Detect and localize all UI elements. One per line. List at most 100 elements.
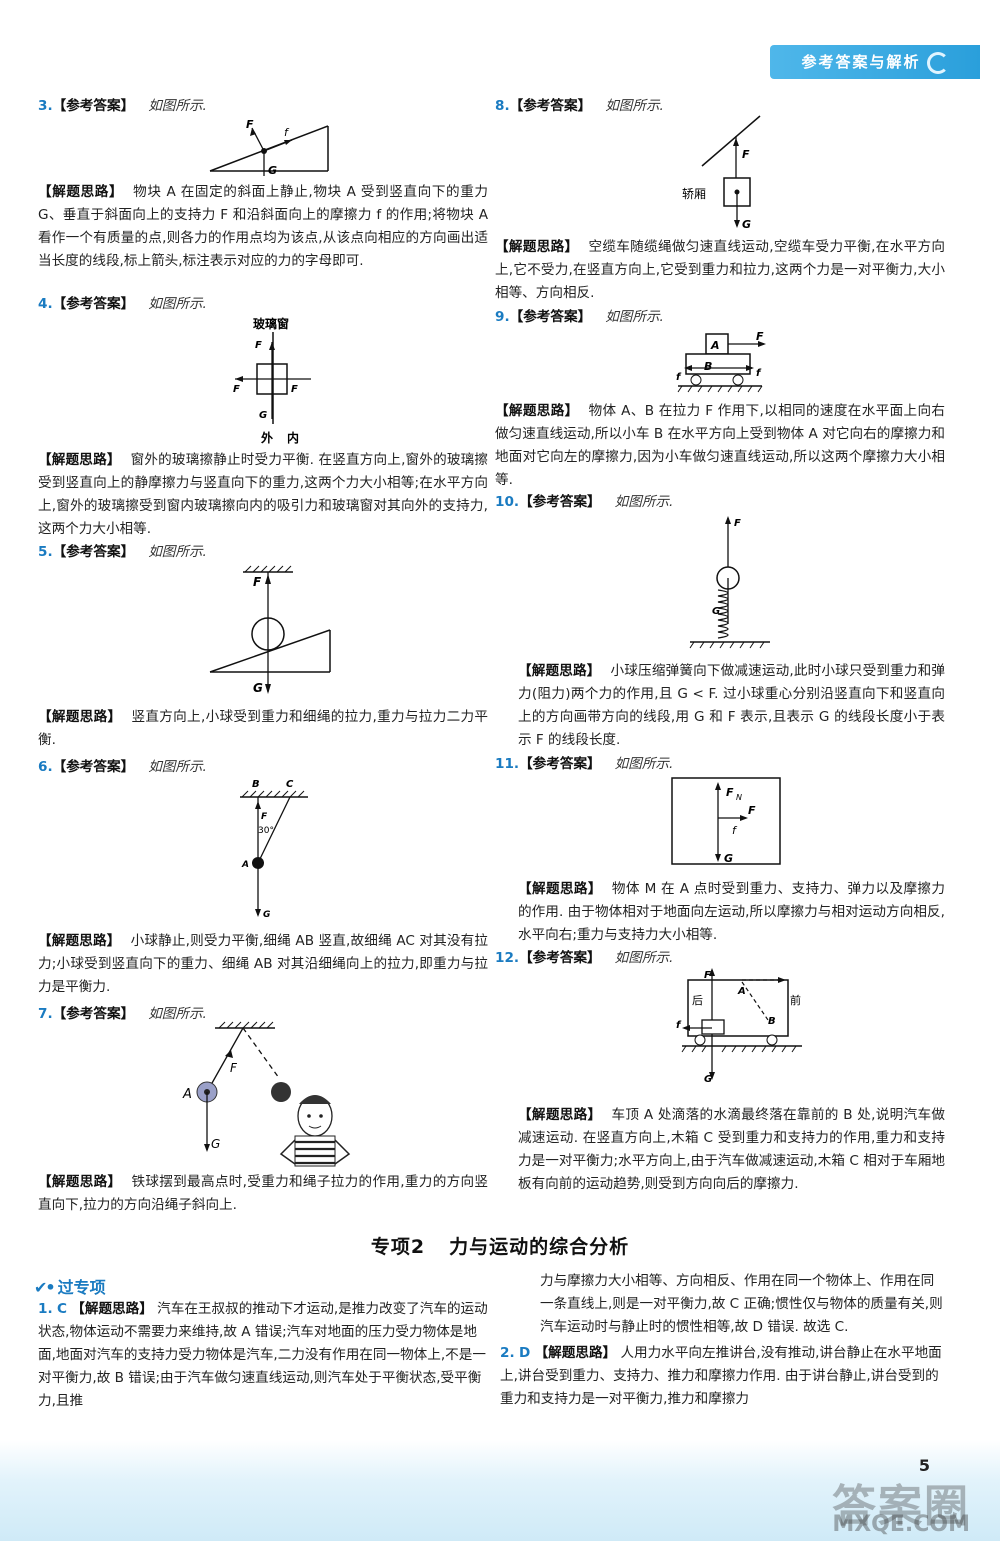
q7-ref-label: 【参考答案】 (52, 1006, 135, 1022)
q9-explanation: 【解题思路】物体 A、B 在拉力 F 作用下,以相同的速度在水平面上向右做匀速直… (495, 400, 945, 492)
q4-number: 4. (38, 296, 53, 312)
q10-figure: F G (689, 516, 770, 649)
q12-figure: 后 前 A B F G f (676, 968, 802, 1085)
q4-think-label: 【解题思路】 (38, 452, 121, 468)
svg-text:f: f (676, 1020, 682, 1031)
q6-explanation: 【解题思路】小球静止,则受力平衡,细绳 AB 竖直,故细绳 AC 对其没有拉力;… (38, 930, 488, 999)
watermark: 答案圈 (832, 1481, 970, 1532)
s2-text: 人用力水平向左推讲台,没有推动,讲台静止在水平地面上,讲台受到重力、支持力、推力… (500, 1345, 942, 1407)
q8-think-label: 【解题思路】 (495, 239, 579, 255)
q3-text: 物块 A 在固定的斜面上静止,物块 A 受到竖直向下的重力 G、垂直于斜面向上的… (38, 184, 489, 269)
q11-explanation: 【解题思路】物体 M 在 A 点时受到重力、支持力、弹力以及摩擦力的作用. 由于… (518, 878, 945, 947)
q7-see-fig: 如图所示. (148, 1006, 207, 1022)
header-tab: 参考答案与解析 (770, 45, 980, 79)
svg-text:B: B (252, 779, 260, 790)
s1-cont-text: 力与摩擦力大小相等、方向相反、作用在同一个物体上、作用在同一条直线上,则是一对平… (540, 1273, 943, 1335)
check-icon: ✔• (34, 1278, 56, 1297)
q5-see-fig: 如图所示. (148, 544, 207, 560)
q7-explanation: 【解题思路】铁球摆到最高点时,受重力和绳子拉力的作用,重力的方向竖直向下,拉力的… (38, 1171, 488, 1217)
q11-number: 11. (495, 756, 520, 772)
q4-ref-label: 【参考答案】 (52, 296, 135, 312)
q4-text: 窗外的玻璃擦静止时受力平衡. 在竖直方向上,窗外的玻璃擦受到竖直向上的静摩擦力与… (38, 452, 489, 537)
q7-text: 铁球摆到最高点时,受重力和绳子拉力的作用,重力的方向竖直向下,拉力的方向沿绳子斜… (38, 1174, 489, 1213)
svg-text:F: F (255, 340, 262, 351)
svg-text:F: F (734, 518, 741, 529)
svg-text:F: F (230, 1061, 238, 1075)
q6-header: 6.【参考答案】如图所示. (38, 755, 207, 775)
svg-text:G: G (724, 852, 733, 865)
q11-see-fig: 如图所示. (614, 756, 674, 772)
s1-text: 汽车在王叔叔的推动下才运动,是推力改变了汽车的运动状态,物体运动不需要力来维持,… (38, 1301, 488, 1409)
s1-block: 1. C 【解题思路】 汽车在王叔叔的推动下才运动,是推力改变了汽车的运动状态,… (38, 1298, 488, 1413)
q3-explanation: 【解题思路】物块 A 在固定的斜面上静止,物块 A 受到竖直向下的重力 G、垂直… (38, 181, 488, 273)
svg-text:A: A (241, 860, 249, 870)
q8-ref-label: 【参考答案】 (509, 98, 592, 114)
q12-explanation: 【解题思路】车顶 A 处滴落的水滴最终落在靠前的 B 处,说明汽车做减速运动. … (518, 1104, 945, 1196)
svg-text:A: A (737, 986, 746, 997)
q10-explanation: 【解题思路】小球压缩弹簧向下做减速运动,此时小球只受到重力和弹力(阻力)两个力的… (518, 660, 945, 752)
q12-ref-label: 【参考答案】 (519, 950, 601, 966)
q4-header: 4.【参考答案】如图所示. (38, 292, 207, 312)
svg-text:F: F (742, 148, 750, 161)
q12-think-label: 【解题思路】 (518, 1107, 602, 1123)
q5-number: 5. (38, 544, 53, 560)
q9-text: 物体 A、B 在拉力 F 作用下,以相同的速度在水平面上向右做匀速直线运动,所以… (495, 403, 945, 488)
svg-text:f: f (284, 126, 290, 139)
subheading-text: 过专项 (57, 1278, 106, 1297)
q9-header: 9.【参考答案】如图所示. (495, 305, 664, 325)
q9-figure: A F B f f (676, 330, 766, 393)
svg-text:F: F (704, 970, 711, 981)
q8-explanation: 【解题思路】空缆车随缆绳做匀速直线运动,空缆车受力平衡,在水平方向上,它不受力,… (495, 236, 945, 305)
q6-ref-label: 【参考答案】 (52, 759, 135, 775)
q10-see-fig: 如图所示. (614, 494, 674, 510)
q11-think-label: 【解题思路】 (518, 881, 602, 897)
q4-fig-out: 外 (261, 430, 273, 445)
q7-number: 7. (38, 1006, 53, 1022)
header-tab-label: 参考答案与解析 (801, 53, 921, 71)
svg-text:f: f (676, 372, 682, 383)
q9-number: 9. (495, 309, 510, 325)
q10-ref-label: 【参考答案】 (519, 494, 601, 510)
svg-text:f: f (732, 824, 738, 837)
q11-figure: F N F f G (671, 777, 781, 865)
s1-cont-block: 力与摩擦力大小相等、方向相反、作用在同一个物体上、作用在同一条直线上,则是一对平… (540, 1270, 945, 1339)
q8-number: 8. (495, 98, 510, 114)
q5-explanation: 【解题思路】竖直方向上,小球受到重力和细绳的拉力,重力与拉力二力平衡. (38, 706, 488, 752)
q4-see-fig: 如图所示. (148, 296, 207, 312)
q12-fig-front: 前 (790, 993, 801, 1007)
svg-text:G: G (259, 410, 267, 421)
q6-angle: 30° (258, 826, 274, 836)
svg-text:N: N (736, 793, 742, 802)
footer-band (0, 1440, 1000, 1541)
q8-fig-label: 轿厢 (682, 186, 706, 201)
q8-header: 8.【参考答案】如图所示. (495, 94, 664, 114)
q3-see-fig: 如图所示. (148, 98, 207, 114)
svg-text:F: F (726, 786, 734, 799)
svg-text:A: A (710, 339, 720, 352)
page-number: 5 (918, 1456, 930, 1475)
q9-ref-label: 【参考答案】 (509, 309, 592, 325)
svg-text:F: F (246, 118, 254, 131)
q8-text: 空缆车随缆绳做匀速直线运动,空缆车受力平衡,在水平方向上,它不受力,在竖直方向上… (495, 239, 946, 301)
s1-answer: C (56, 1301, 67, 1317)
q7-think-label: 【解题思路】 (38, 1174, 122, 1190)
q6-figure: B C F 30° A G (240, 779, 308, 920)
svg-text:F: F (748, 804, 756, 817)
svg-text:F: F (756, 330, 764, 343)
q3-number: 3. (38, 98, 53, 114)
q6-see-fig: 如图所示. (148, 759, 207, 775)
q7-header: 7.【参考答案】如图所示. (38, 1002, 207, 1022)
q4-fig-in: 内 (287, 430, 299, 445)
q5-text: 竖直方向上,小球受到重力和细绳的拉力,重力与拉力二力平衡. (38, 709, 489, 748)
q12-header: 12.【参考答案】如图所示. (495, 946, 673, 966)
svg-text:F: F (233, 384, 240, 395)
s2-number: 2. (500, 1345, 515, 1361)
svg-text:B: B (768, 1016, 776, 1027)
svg-text:G: G (253, 681, 263, 695)
svg-text:G: G (211, 1137, 220, 1151)
q5-header: 5.【参考答案】如图所示. (38, 540, 207, 560)
q6-think-label: 【解题思路】 (38, 933, 121, 949)
svg-text:F: F (253, 575, 262, 589)
svg-text:A: A (182, 1087, 192, 1102)
